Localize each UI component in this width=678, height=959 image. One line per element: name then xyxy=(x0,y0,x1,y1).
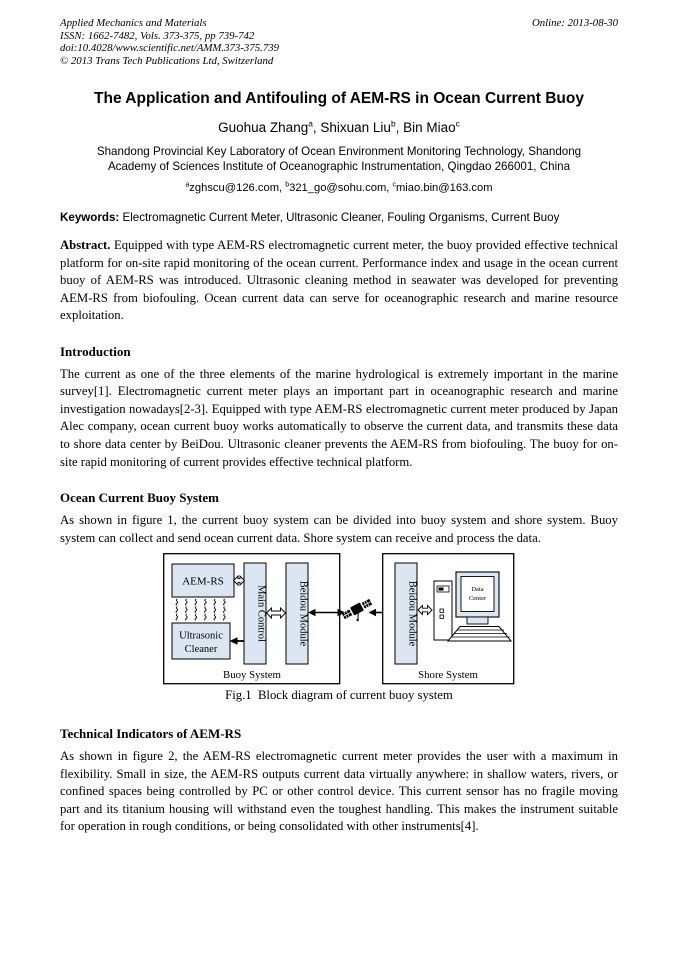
journal-issn: ISSN: 1662-7482, Vols. 373-375, pp 739-7… xyxy=(60,29,255,42)
main-control-label: Main Control xyxy=(256,585,267,642)
email-1: zghscu@126.com xyxy=(189,182,280,195)
shore-system-label: Shore System xyxy=(418,669,478,681)
email-1-sup: a xyxy=(185,181,190,189)
email-3-sup: c xyxy=(392,181,396,189)
introduction-paragraph: The current as one of the three elements… xyxy=(60,366,618,469)
data-center-label-2: Center xyxy=(469,595,487,602)
heading-buoy-system: Ocean Current Buoy System xyxy=(60,490,220,506)
heading-introduction: Introduction xyxy=(60,343,131,359)
abstract: Abstract. Equipped with type AEM-RS elec… xyxy=(60,237,618,325)
keywords-label: Keywords: xyxy=(60,211,120,225)
beidou-module-buoy-label: Beidou Module xyxy=(298,581,309,647)
author-separator: , xyxy=(395,119,404,135)
arrow-left-icon xyxy=(229,637,244,645)
figure-1-caption: Fig.1 Block diagram of current buoy syst… xyxy=(225,688,453,703)
email-2: 321_go@sohu.com xyxy=(289,182,387,195)
email-separator: , xyxy=(386,182,393,195)
beidou-module-shore-label: Beidou Module xyxy=(407,581,418,647)
author-2-sup: b xyxy=(390,118,396,129)
journal-title: Applied Mechanics and Materials xyxy=(60,17,207,29)
affiliation: Shandong Provincial Key Laboratory of Oc… xyxy=(60,144,618,175)
double-arrow-icon xyxy=(232,574,246,587)
data-center-computer-icon: Data Center xyxy=(433,571,513,642)
ultrasonic-cleaner-label-1: Ultrasonic xyxy=(179,631,223,642)
data-center-label-1: Data xyxy=(471,586,483,593)
main-control-block xyxy=(243,562,267,665)
email-separator: , xyxy=(279,182,286,195)
figure-1: AEM-RS Ultrasonic Cleaner Main Control B… xyxy=(60,553,618,703)
online-date: Online: 2013-08-30 xyxy=(531,17,618,29)
author-2: Shixuan Liu xyxy=(320,119,391,135)
figure-1-block-diagram: AEM-RS Ultrasonic Cleaner Main Control B… xyxy=(163,553,515,685)
author-separator: , xyxy=(312,119,321,135)
journal-info: Applied Mechanics and Materials ISSN: 16… xyxy=(60,17,279,68)
beidou-module-shore-block xyxy=(394,562,418,665)
double-arrow-solid-icon xyxy=(308,608,345,617)
author-1-sup: a xyxy=(308,118,313,129)
author-3: Bin Miao xyxy=(403,119,456,135)
abstract-text: Equipped with type AEM-RS electromagneti… xyxy=(60,238,618,323)
aem-rs-block xyxy=(171,563,235,598)
affiliation-line-2: Academy of Sciences Institute of Oceanog… xyxy=(107,159,571,173)
emails-line: azghscu@126.com, b321_go@sohu.com, cmiao… xyxy=(60,181,618,195)
buoy-system-label: Buoy System xyxy=(223,669,281,681)
affiliation-line-1: Shandong Provincial Key Laboratory of Oc… xyxy=(96,144,582,158)
keywords-line: Keywords: Electromagnetic Current Meter,… xyxy=(60,211,618,224)
technical-indicators-paragraph: As shown in figure 2, the AEM-RS electro… xyxy=(60,749,618,834)
authors-line: Guohua Zhanga, Shixuan Liub, Bin Miaoc xyxy=(60,118,618,135)
double-arrow-icon xyxy=(417,604,433,616)
journal-doi: doi:10.4028/www.scientific.net/AMM.373-3… xyxy=(60,42,280,55)
email-2-sup: b xyxy=(285,181,290,189)
paper-title: The Application and Antifouling of AEM-R… xyxy=(94,89,584,107)
author-3-sup: c xyxy=(455,118,460,129)
heading-technical-indicators: Technical Indicators of AEM-RS xyxy=(60,726,242,742)
beidou-module-buoy-block xyxy=(285,562,309,665)
email-3: miao.bin@163.com xyxy=(395,182,493,195)
ultrasonic-cleaner-block xyxy=(171,622,231,660)
ultrasonic-cleaner-label-2: Cleaner xyxy=(185,644,218,655)
author-1: Guohua Zhang xyxy=(218,119,309,135)
aem-rs-label: AEM-RS xyxy=(182,576,224,588)
journal-copyright: © 2013 Trans Tech Publications Ltd, Swit… xyxy=(60,55,274,68)
keywords-text: Electromagnetic Current Meter, Ultrasoni… xyxy=(119,211,560,225)
satellite-icon xyxy=(341,598,373,622)
journal-header: Applied Mechanics and Materials ISSN: 16… xyxy=(60,17,618,68)
abstract-label: Abstract. xyxy=(60,238,111,253)
buoy-system-paragraph: As shown in figure 1, the current buoy s… xyxy=(60,513,618,545)
double-arrow-icon xyxy=(265,606,287,620)
